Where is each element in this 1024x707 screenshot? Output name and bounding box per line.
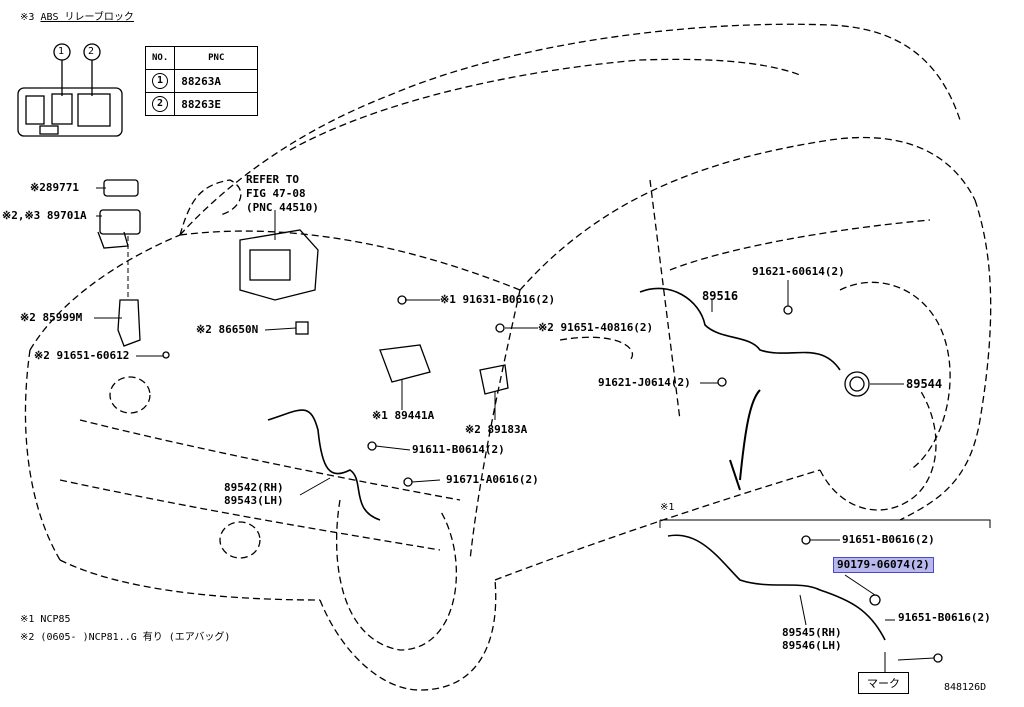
part-91651-60612-label[interactable]: ※2 91651-60612 [34,349,130,362]
part-90179-06074-label[interactable]: 90179-06074(2) [833,557,934,573]
figure-id: 848126D [944,682,987,693]
relay-header: ※3 ABS リレーブロック [20,12,134,24]
refer-line-1: REFER TO [246,173,299,186]
part-91611-label[interactable]: 91611-B0614(2) [412,443,505,456]
col-no: NO. [144,46,176,70]
part-89701a-label[interactable]: ※2,※3 89701A [2,209,87,222]
row-no: 1 [152,73,168,89]
part-89183a-label[interactable]: ※2 89183A [465,423,528,436]
part-89543-label[interactable]: 89543(LH) [224,494,284,507]
relay-pos-2: 2 [88,46,95,57]
col-pnc: PNC [174,46,259,70]
refer-line-2[interactable]: FIG 47-08 [246,187,306,200]
part-91651-40816-label[interactable]: ※2 91651-40816(2) [538,321,654,334]
note-marker: ※3 [20,12,35,23]
part-91651-b0616-a-label[interactable]: 91651-B0616(2) [842,533,935,546]
part-89516-label[interactable]: 89516 [702,289,739,303]
leader-lines [94,187,991,672]
car-body-outline [24,23,992,691]
footnote-2: ※2 (0605- )NCP81..G 有り (エアバッグ) [20,632,231,643]
sensor-wires [267,287,886,641]
part-85999m-label[interactable]: ※2 85999M [20,311,83,324]
row-no: 2 [152,96,168,112]
part-91631-label[interactable]: ※1 91631-B0616(2) [440,293,556,306]
table-row: 1 88263A [144,69,259,93]
part-91651-b0616-b-label[interactable]: 91651-B0616(2) [898,611,991,624]
part-86650n-label[interactable]: ※2 86650N [196,323,259,336]
row-pnc[interactable]: 88263A [174,69,259,93]
table-header-row: NO. PNC [144,46,259,70]
inset-marker: ※1 [660,502,675,513]
part-89771-label[interactable]: ※289771 [30,181,79,194]
part-89546-label[interactable]: 89546(LH) [782,639,842,652]
part-shapes [97,179,943,663]
footnote-1: ※1 NCP85 [20,614,71,625]
part-89544-label[interactable]: 89544 [906,377,943,391]
part-91621-j0614-label[interactable]: 91621-J0614(2) [598,376,691,389]
relay-title: ABS リレーブロック [40,12,134,23]
part-89542-label[interactable]: 89542(RH) [224,481,284,494]
pnc-table: NO. PNC 1 88263A 2 88263E [144,46,259,116]
mark-box: マーク [858,672,909,694]
relay-pos-1: 1 [58,46,65,57]
row-pnc[interactable]: 88263E [174,92,259,116]
part-89545-label[interactable]: 89545(RH) [782,626,842,639]
part-89441a-label[interactable]: ※1 89441A [372,409,435,422]
table-row: 2 88263E [144,92,259,116]
part-91671-label[interactable]: 91671-A0616(2) [446,473,539,486]
relay-block-drawing [17,43,123,137]
part-91621-60614-label[interactable]: 91621-60614(2) [752,265,845,278]
refer-line-3: (PNC 44510) [246,201,319,214]
